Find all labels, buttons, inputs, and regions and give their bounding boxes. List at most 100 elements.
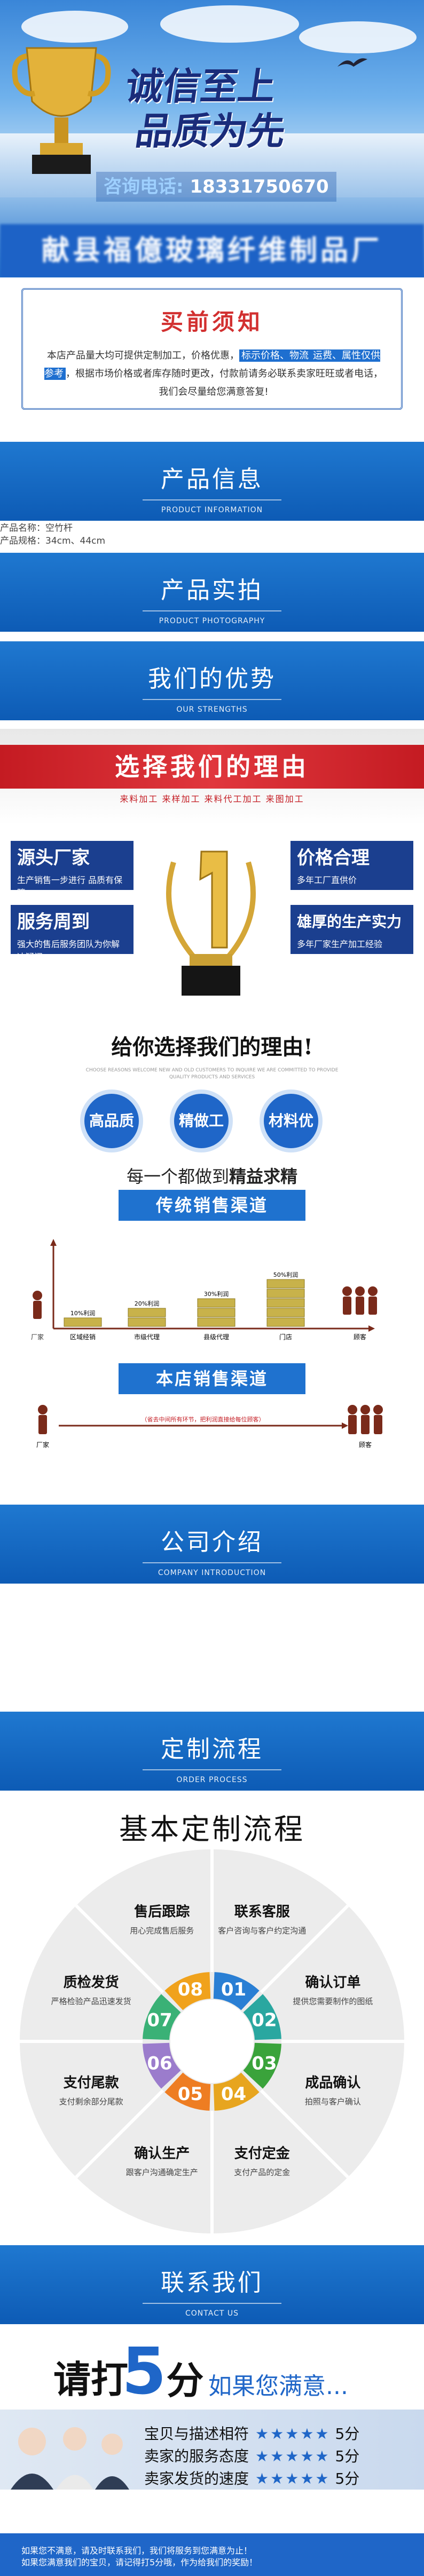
wheel-divider <box>260 1904 349 1994</box>
step-heading: 支付定金 <box>234 2145 290 2161</box>
why-small-text: CHOOSE REASONS WELCOME NEW AND OLD CUSTO… <box>85 1068 339 1080</box>
rate-five-number: 5 <box>122 2335 167 2409</box>
reasons-section: 选择我们的理由 来料加工 来样加工 来料代工加工 来图加工 源头厂家 生产销售一… <box>0 729 424 1012</box>
company-subtitle: COMPANY INTRODUCTION <box>158 1569 266 1577</box>
step-2: 市级代理 <box>134 1333 160 1341</box>
advantages-subtitle: OUR STRENGTHS <box>176 705 248 714</box>
slogan-part-a: 每一个都做到 <box>126 1166 229 1187</box>
slogan-line-2: 品质为先 <box>132 109 288 153</box>
reason-desc: 强大的售后服务团队为你解决疑问 <box>17 939 120 962</box>
phone-banner: 咨询电话: 18331750670 <box>96 172 336 202</box>
rating-score: 5分 <box>335 2447 360 2465</box>
why-slogan: 每一个都做到精益求精 <box>0 1163 424 1188</box>
wheel-segment <box>243 2042 281 2089</box>
rating-section: 请打 5分 如果您满意... 宝贝与描述相符★★★★★ 5分 卖家的服务态度★★… <box>0 2324 424 2576</box>
reason-card-source: 源头厂家 生产销售一步进行 品质有保障 <box>11 841 134 898</box>
wheel-divider <box>75 1904 164 1994</box>
reason-heading: 雄厚的生产实力 <box>297 913 402 931</box>
step-desc: 支付剩余部分尾款 <box>59 2097 123 2106</box>
step-number: 02 <box>252 2009 277 2031</box>
traditional-channel-label: 传统销售渠道 <box>119 1190 305 1221</box>
rate-five-unit: 分 <box>166 2359 204 2403</box>
step-desc: 用心完成售后服务 <box>130 1926 194 1936</box>
step-1: 区域经销 <box>70 1333 96 1341</box>
factory-person-icon <box>33 1291 42 1319</box>
step-heading: 质检发货 <box>64 1974 119 1991</box>
factory-label-2: 厂家 <box>36 1441 49 1449</box>
reasons-subtitle: 来料加工 来样加工 来料代工加工 来图加工 <box>120 794 304 804</box>
reason-heading: 服务周到 <box>17 911 90 933</box>
quality-badge: 高品质 <box>80 1090 143 1152</box>
step-number: 07 <box>147 2009 172 2031</box>
reason-heading: 价格合理 <box>297 847 370 869</box>
company-band: 公司介绍 COMPANY INTRODUCTION <box>0 1505 424 1584</box>
rating-row: 宝贝与描述相符★★★★★ 5分 <box>144 2424 359 2444</box>
pct-2: 20%利润 <box>135 1300 159 1307</box>
step-desc: 拍照与客户确认 <box>305 2097 361 2106</box>
step-desc: 严格检验产品迅速发货 <box>51 1997 131 2006</box>
contact-title: 联系我们 <box>161 2269 263 2296</box>
wheel-segment <box>213 1972 260 2010</box>
factory-name: 献县福億玻璃纤维制品厂 <box>0 224 424 277</box>
slogan-line-1: 诚信至上 <box>123 64 279 108</box>
step-heading: 成品确认 <box>305 2074 360 2091</box>
step-desc: 支付产品的定金 <box>234 2167 290 2177</box>
footer-line-2: 如果您满意我们的宝贝，请记得打5分哦，作为给我们的奖励！ <box>21 2557 258 2567</box>
custom-subtitle: ORDER PROCESS <box>176 1776 248 1784</box>
service-staff-band <box>0 2410 424 2490</box>
phone-label: 咨询电话: <box>104 176 184 197</box>
reason-card-price: 价格合理 多年工厂直供价 <box>290 841 413 890</box>
purchase-notice: 买前须知 本店产品量大均可提供定制加工，价格优惠，标示价格、物流运费、属性仅供参… <box>0 288 424 411</box>
notice-text-c: 请务必联系卖家旺旺或者电话，我们会尽量给您满意答复! <box>159 368 383 397</box>
step-number: 05 <box>178 2084 203 2105</box>
wheel-segment <box>243 1994 281 2040</box>
reason-card-service: 服务周到 强大的售后服务团队为你解决疑问 <box>11 905 134 962</box>
notice-text-a: 本店产品量大均可提供定制加工，价格优惠， <box>47 350 239 361</box>
step-heading: 确认生产 <box>134 2145 190 2161</box>
product-specs: 产品名称：空竹杆 产品规格：34cm、44cm <box>0 522 424 554</box>
product-info-title: 产品信息 <box>161 466 263 493</box>
step-desc: 跟客户沟通确定生产 <box>126 2167 198 2177</box>
company-title: 公司介绍 <box>161 1529 263 1556</box>
step-number: 03 <box>252 2053 277 2074</box>
our-channel-label: 本店销售渠道 <box>119 1363 305 1394</box>
pct-1: 10%利润 <box>70 1309 95 1317</box>
notice-title: 买前须知 <box>160 309 263 335</box>
craft-badge: 精做工 <box>170 1090 233 1152</box>
wheel-segment <box>143 2042 181 2089</box>
spec-name: 产品名称：空竹杆 <box>0 523 73 534</box>
wheel-center <box>170 2000 254 2083</box>
trophy-icon <box>12 47 111 174</box>
reason-desc: 多年工厂直供价 <box>297 875 357 885</box>
custom-process-band: 定制流程 ORDER PROCESS <box>0 1712 424 1791</box>
hero-slogan: 诚信至上 品质为先 <box>116 64 295 154</box>
star-icons: ★★★★★ <box>255 2425 331 2443</box>
step-number: 06 <box>147 2053 172 2074</box>
star-icons: ★★★★★ <box>255 2470 331 2487</box>
wheel-divider <box>75 2089 164 2179</box>
advantages-band: 我们的优势 OUR STRENGTHS <box>0 641 424 720</box>
factory-label-1: 厂家 <box>31 1333 44 1341</box>
customer-label-2: 顾客 <box>359 1441 372 1449</box>
reason-card-capacity: 雄厚的生产实力 多年厂家生产加工经验 <box>290 905 413 954</box>
wheel-divider <box>260 2089 349 2179</box>
step-heading: 联系客服 <box>234 1904 290 1920</box>
star-icons: ★★★★★ <box>255 2447 331 2465</box>
rating-score: 5分 <box>335 2425 360 2443</box>
rate-prefix: 请打 <box>53 2358 128 2402</box>
reason-desc: 生产销售一步进行 品质有保障 <box>17 875 123 898</box>
wheel-segment <box>164 1972 211 2010</box>
if-satisfied: 如果您满意... <box>208 2373 348 2400</box>
step-heading: 支付尾款 <box>64 2075 120 2091</box>
product-info-subtitle: PRODUCT INFORMATION <box>161 506 263 514</box>
custom-title: 定制流程 <box>161 1736 263 1763</box>
rate-five: 5分 <box>122 2335 204 2418</box>
notice-text-b: ，根据市场价格或者库存随时更改，付款前 <box>66 368 248 379</box>
reason-heading: 源头厂家 <box>17 847 90 869</box>
reasons-title: 选择我们的理由 <box>0 745 424 789</box>
contact-band: 联系我们 CONTACT US <box>0 2245 424 2324</box>
why-title: 给你选择我们的理由! <box>111 1035 313 1060</box>
step-number: 01 <box>221 1979 246 2000</box>
rating-footer: 如果您不满意，请及时联系我们，我们将服务到您满意为止！ 如果您满意我们的宝贝，请… <box>0 2533 424 2576</box>
